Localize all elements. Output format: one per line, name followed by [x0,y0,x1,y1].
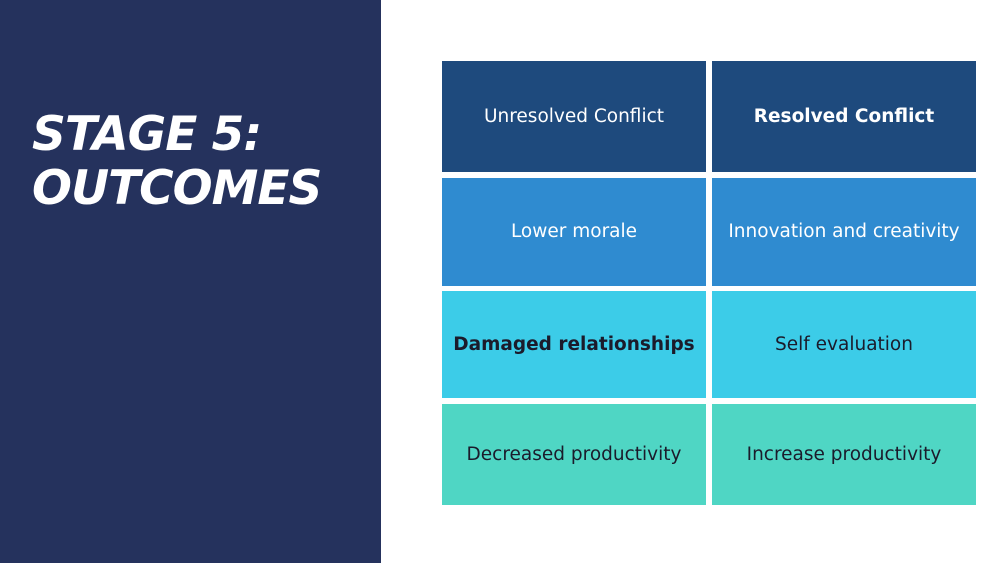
cell-label: Innovation and creativity [728,221,960,242]
cell-label: Decreased productivity [466,443,682,465]
table-cell-unresolved-2: Damaged relationships [442,291,706,398]
slide-title: STAGE 5: OUTCOMES [32,107,322,216]
slide-title-line-2: OUTCOMES [32,161,322,216]
header-label-unresolved: Unresolved Conflict [483,105,665,127]
slide-title-line-1: STAGE 5: [32,107,262,162]
header-label-resolved: Resolved Conflict [753,105,935,127]
table-cell-resolved-1: Innovation and creativity [712,178,976,286]
cell-label: Self evaluation [775,333,913,355]
table-cell-resolved-2: Self evaluation [712,291,976,398]
table-cell-unresolved-3: Decreased productivity [442,404,706,505]
cell-label: Damaged relationships [453,333,695,355]
table-cell-unresolved-1: Lower morale [442,178,706,286]
header-cell-resolved: Resolved Conflict [712,61,976,172]
header-cell-unresolved: Unresolved Conflict [442,61,706,172]
cell-label: Lower morale [510,221,638,242]
cell-label: Increase productivity [746,443,942,465]
table-cell-resolved-3: Increase productivity [712,404,976,505]
title-panel: STAGE 5: OUTCOMES [0,0,381,563]
